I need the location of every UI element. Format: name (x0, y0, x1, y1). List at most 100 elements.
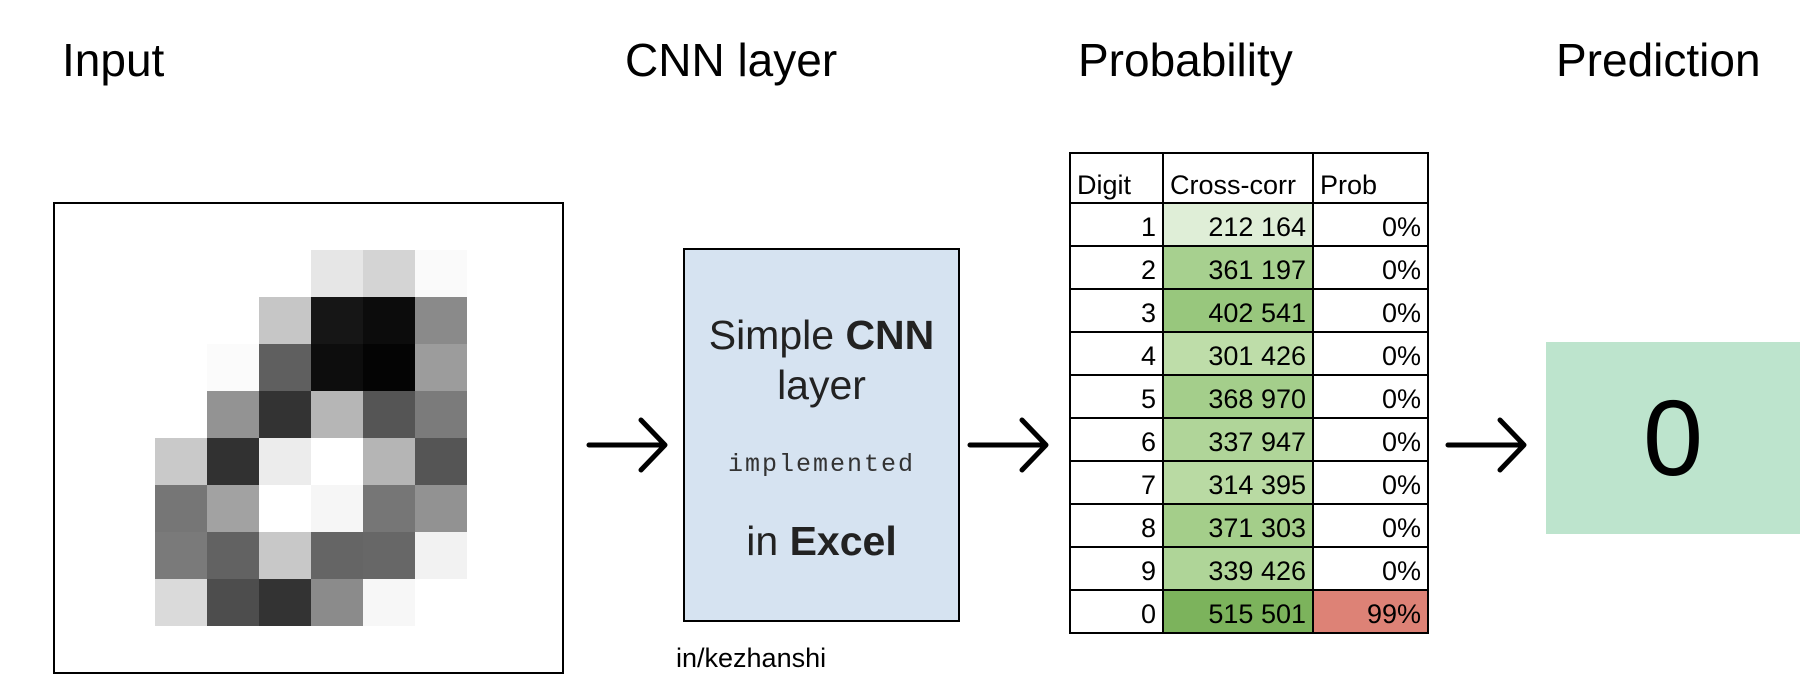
pixel-cell (467, 485, 519, 532)
pixel-cell (155, 532, 207, 579)
pixel-cell (415, 344, 467, 391)
prob-cell: 0% (1312, 417, 1429, 462)
input-heading: Input (62, 34, 165, 86)
pixel-cell (207, 250, 259, 297)
cross-corr-cell: 368 970 (1162, 374, 1314, 419)
prob-cell: 0% (1312, 245, 1429, 290)
cnn-implemented-text: implemented (727, 450, 916, 479)
pixel-cell (311, 438, 363, 485)
pixel-cell (155, 250, 207, 297)
pixel-cell (363, 532, 415, 579)
pixel-cell (155, 344, 207, 391)
pixel-cell (311, 391, 363, 438)
prediction-value: 0 (1642, 377, 1704, 498)
header-prob: Prob (1312, 152, 1429, 204)
digit-cell: 6 (1069, 417, 1164, 462)
digit-cell: 8 (1069, 503, 1164, 548)
pixel-cell (467, 344, 519, 391)
pixel-cell (311, 532, 363, 579)
header-cross-corr: Cross-corr (1162, 152, 1314, 204)
cnn-layer-heading: CNN layer (625, 34, 838, 86)
pixel-cell (467, 391, 519, 438)
cnn-title-cnn: CNN (845, 312, 935, 358)
pixel-cell (311, 250, 363, 297)
cross-corr-cell: 515 501 (1162, 589, 1314, 634)
pixel-cell (259, 297, 311, 344)
table-header-row: Digit Cross-corr Prob (1069, 152, 1429, 204)
prob-cell: 0% (1312, 460, 1429, 505)
pixel-cell (363, 438, 415, 485)
digit-cell: 4 (1069, 331, 1164, 376)
input-image-frame (53, 202, 564, 674)
digit-cell: 5 (1069, 374, 1164, 419)
pixel-cell (415, 438, 467, 485)
pixel-cell (363, 250, 415, 297)
pixel-cell (259, 485, 311, 532)
cnn-title-line2: layer (777, 362, 866, 408)
pixel-cell (415, 250, 467, 297)
prob-cell: 99% (1312, 589, 1429, 634)
prob-cell: 0% (1312, 202, 1429, 247)
cross-corr-cell: 212 164 (1162, 202, 1314, 247)
author-credit: in/kezhanshi (676, 643, 827, 673)
pixel-cell (311, 297, 363, 344)
pixel-cell (467, 438, 519, 485)
pixel-cell (207, 532, 259, 579)
digit-cell: 0 (1069, 589, 1164, 634)
arrow-right-icon (1445, 417, 1527, 473)
cross-corr-cell: 314 395 (1162, 460, 1314, 505)
pixel-cell (259, 579, 311, 626)
digit-cell: 1 (1069, 202, 1164, 247)
prob-cell: 0% (1312, 331, 1429, 376)
pixel-cell (311, 485, 363, 532)
pixel-cell (207, 579, 259, 626)
cross-corr-cell: 361 197 (1162, 245, 1314, 290)
prediction-heading: Prediction (1556, 34, 1761, 86)
pixel-cell (311, 579, 363, 626)
prediction-box: 0 (1546, 342, 1800, 534)
pixel-cell (155, 438, 207, 485)
digit-cell: 9 (1069, 546, 1164, 591)
cross-corr-cell: 371 303 (1162, 503, 1314, 548)
cnn-layer-box: Simple CNN layer implemented in Excel (683, 248, 960, 622)
cnn-title-line1: Simple CNN (685, 312, 958, 358)
cross-corr-cell: 402 541 (1162, 288, 1314, 333)
pixel-cell (363, 297, 415, 344)
pixel-cell (415, 391, 467, 438)
pixel-cell (259, 344, 311, 391)
pixel-cell (155, 297, 207, 344)
probability-heading: Probability (1078, 34, 1293, 86)
cross-corr-cell: 339 426 (1162, 546, 1314, 591)
cross-corr-cell: 301 426 (1162, 331, 1314, 376)
cnn-excel-text: Excel (789, 518, 897, 564)
pixel-cell (207, 297, 259, 344)
pixel-cell (467, 297, 519, 344)
prob-cell: 0% (1312, 374, 1429, 419)
prob-cell: 0% (1312, 288, 1429, 333)
arrow-right-icon (967, 417, 1049, 473)
pixel-cell (415, 297, 467, 344)
pixel-cell (415, 485, 467, 532)
pixel-cell (207, 485, 259, 532)
cross-corr-cell: 337 947 (1162, 417, 1314, 462)
pixel-cell (467, 579, 519, 626)
pixel-cell (207, 344, 259, 391)
cnn-title-simple: Simple (708, 312, 846, 358)
pixel-cell (363, 579, 415, 626)
prob-cell: 0% (1312, 546, 1429, 591)
digit-cell: 2 (1069, 245, 1164, 290)
pixel-cell (155, 391, 207, 438)
arrow-right-icon (586, 417, 668, 473)
pixel-cell (155, 579, 207, 626)
pixel-cell (467, 532, 519, 579)
cnn-in-text: in (746, 518, 790, 564)
